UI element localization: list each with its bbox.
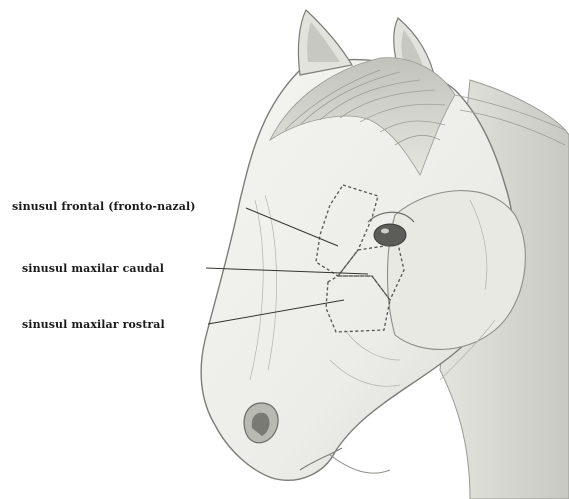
label-frontal-sinus: sinusul frontal (fronto-nazal) [12, 200, 196, 213]
label-caudal-maxillary-sinus: sinusul maxilar caudal [22, 262, 164, 275]
eye [374, 224, 406, 246]
chin [330, 455, 390, 473]
eye-highlight [381, 229, 389, 234]
label-rostral-maxillary-sinus: sinusul maxilar rostral [22, 318, 165, 331]
